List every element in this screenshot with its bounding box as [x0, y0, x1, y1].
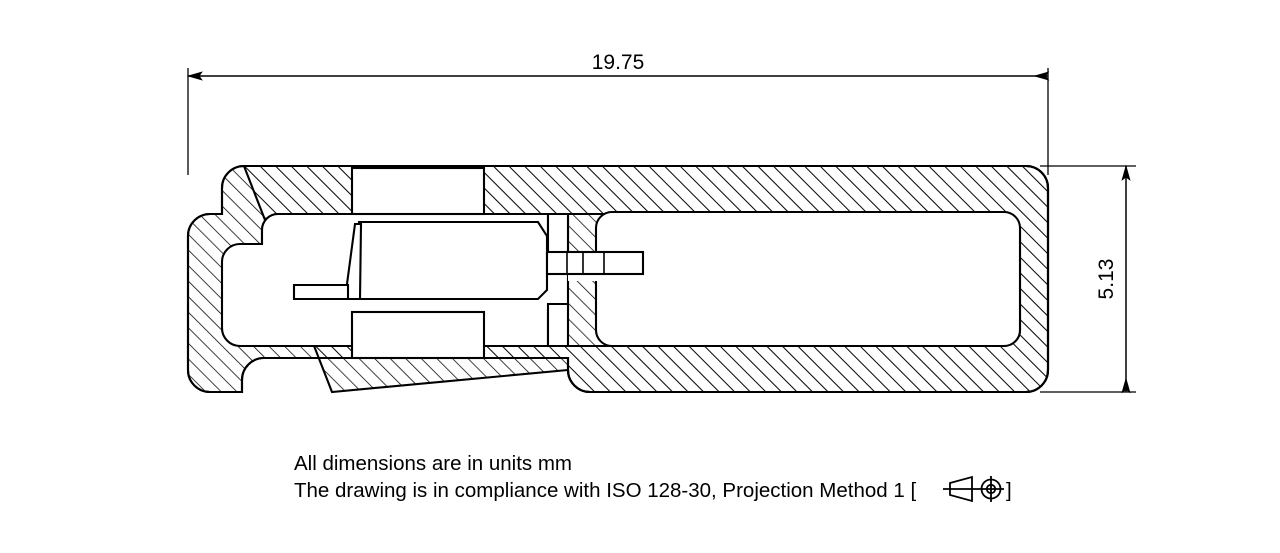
upper-middle-notch [546, 212, 570, 254]
lower-wall-break-slot [350, 310, 486, 360]
component-wedge [343, 222, 363, 301]
right-chamber-cavity [594, 210, 1022, 348]
height-dim-label: 5.13 [1095, 259, 1118, 300]
projection-method-icon [943, 475, 1004, 503]
upper-wall-break-slot [350, 166, 486, 216]
component-tail-strip [292, 283, 350, 301]
length-dim-label: 19.75 [592, 51, 645, 74]
dimension-overall-length: 19.75 [186, 51, 1050, 175]
note-units: All dimensions are in units mm [294, 452, 572, 475]
inner-component-assembly [292, 220, 645, 301]
projection-cone-icon [949, 475, 973, 503]
component-body [357, 220, 549, 301]
internal-cavities [220, 166, 1022, 360]
lower-middle-notch [546, 302, 570, 348]
dimension-overall-height: 5.13 [1040, 164, 1136, 394]
note-bracket-close: ] [1006, 479, 1012, 502]
body-outer-outline [186, 164, 1050, 394]
note-standard: The drawing is in compliance with ISO 12… [294, 479, 916, 502]
drawing-notes: All dimensions are in units mm The drawi… [294, 452, 1012, 503]
component-pin [545, 250, 645, 276]
